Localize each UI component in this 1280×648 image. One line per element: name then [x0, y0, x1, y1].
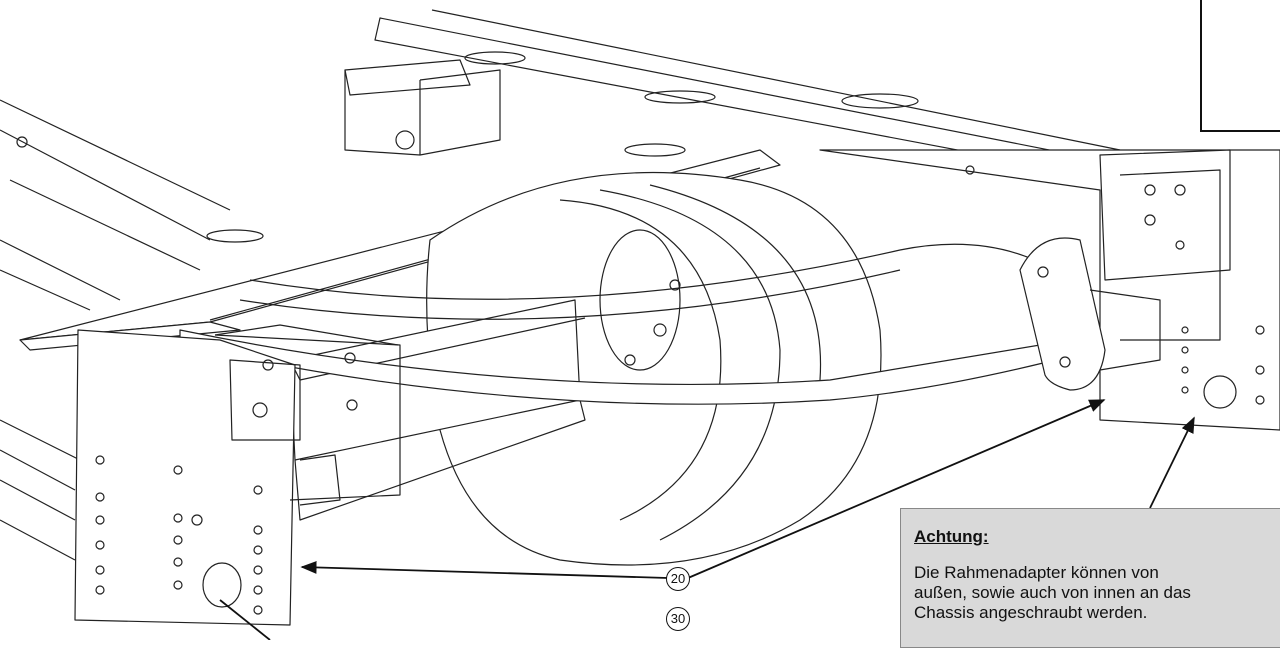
note-title: Achtung:: [914, 527, 989, 546]
pointer-arrow-right: [687, 399, 1106, 579]
spring-shackle: [1019, 237, 1161, 391]
note-line-3: Chassis angeschraubt werden.: [914, 603, 1148, 622]
pointer-line-bottom: [219, 599, 271, 640]
detail-callout-box: [1200, 0, 1280, 132]
position-label-30: 30: [666, 607, 690, 631]
position-label-20: 20: [666, 567, 690, 591]
note-line-2: außen, sowie auch von innen an das: [914, 583, 1191, 602]
note-line-1: Die Rahmenadapter können von: [914, 563, 1159, 582]
background-frame-lines: [0, 99, 231, 561]
top-cross-member: [344, 9, 1121, 176]
axle-drum: [426, 171, 882, 566]
pointer-arrow-note: [1149, 416, 1195, 509]
pointer-arrow-left: [300, 560, 669, 579]
frame-adapter-plate: [74, 324, 401, 626]
attention-note: Achtung: Die Rahmenadapter können von au…: [900, 508, 1280, 648]
